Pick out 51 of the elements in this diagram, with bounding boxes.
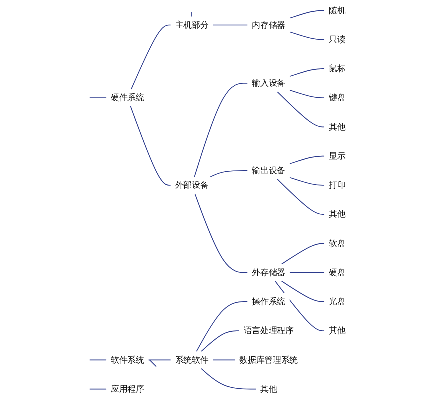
connector xyxy=(289,272,325,274)
connector xyxy=(281,243,325,265)
connector xyxy=(289,177,325,186)
node-text: 其他 xyxy=(329,122,346,132)
node-text: 输出设备 xyxy=(252,166,286,176)
connector xyxy=(289,32,325,40)
node-text: 硬件系统 xyxy=(110,92,144,103)
node-text: 软盘 xyxy=(329,238,346,249)
connector xyxy=(194,83,248,178)
node-text: 只读 xyxy=(329,34,346,45)
connector xyxy=(210,170,248,178)
node-text: 系统软件 xyxy=(175,355,209,366)
connector xyxy=(148,360,172,361)
node-text: 随机 xyxy=(329,6,346,16)
connector xyxy=(194,193,248,274)
connector-line xyxy=(90,388,107,390)
node-text: 打印 xyxy=(329,180,346,190)
connector xyxy=(196,302,248,352)
node-text: 数据库管理系统 xyxy=(240,355,298,366)
connector xyxy=(281,280,325,302)
connector xyxy=(212,360,236,361)
connector xyxy=(130,106,172,186)
connector xyxy=(289,156,325,164)
connector-line xyxy=(149,360,157,368)
node-text: 外部设备 xyxy=(175,180,209,190)
connector xyxy=(130,24,172,90)
connector xyxy=(289,68,325,78)
connector-line xyxy=(90,360,107,361)
node-text: 语言处理程序 xyxy=(244,326,294,336)
node-text: 外存储器 xyxy=(252,268,286,278)
node-text: 其他 xyxy=(329,326,346,336)
node-text: 光盘 xyxy=(329,296,346,307)
node-text: 应用程序 xyxy=(110,384,144,394)
connector xyxy=(274,280,325,332)
node-text: 软件系统 xyxy=(110,355,144,366)
connector xyxy=(200,330,240,352)
connector xyxy=(200,368,256,390)
node-text: 键盘 xyxy=(329,92,346,103)
connector xyxy=(212,24,248,26)
node-text: 内存储器 xyxy=(252,20,286,30)
node-text: 显示 xyxy=(329,151,346,162)
connector xyxy=(277,92,325,128)
node-text: 其他 xyxy=(260,384,278,394)
node-text: 鼠标 xyxy=(329,64,346,74)
connector xyxy=(289,10,325,19)
connector xyxy=(277,178,325,215)
node-text: 主机部分 xyxy=(175,20,209,30)
node-text: 输入设备 xyxy=(252,78,286,88)
connector xyxy=(289,90,325,98)
node-text: 硬盘 xyxy=(329,268,346,278)
node-text: 其他 xyxy=(329,209,346,220)
